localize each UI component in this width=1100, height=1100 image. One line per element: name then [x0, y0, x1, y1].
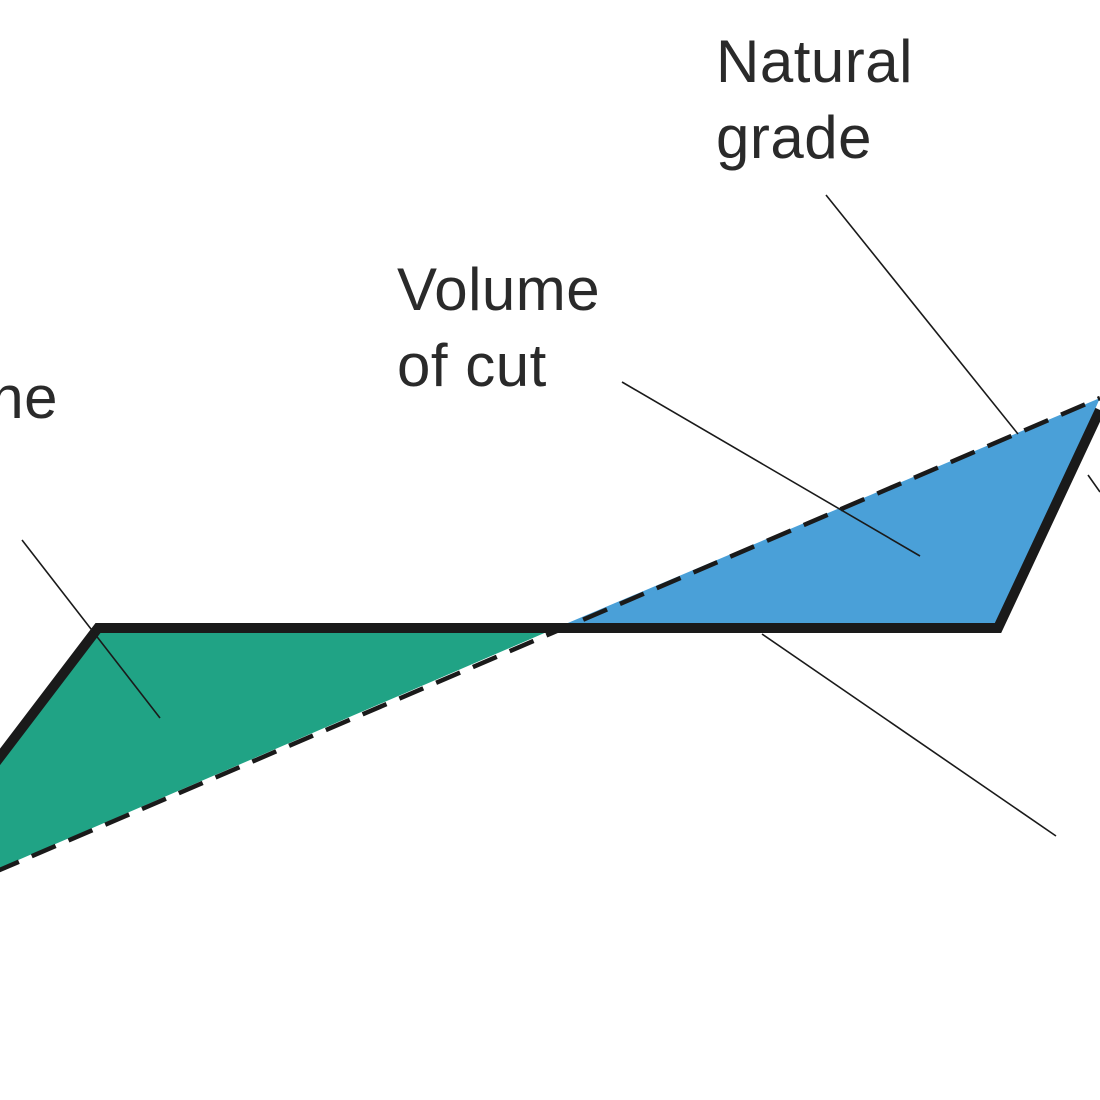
fill-volume-leader	[21, 539, 161, 719]
volume-of-cut-label-line2: of cut	[397, 332, 547, 399]
volume-of-cut-label: Volume of cut	[397, 252, 600, 404]
volume-of-cut-leader	[621, 381, 921, 557]
natural-grade-label: Natural grade	[716, 24, 913, 176]
natural-grade-leader	[825, 194, 1019, 435]
finished-grade-line	[0, 407, 1100, 766]
natural-grade-line	[0, 395, 1100, 873]
natural-grade-label-line1: Natural	[716, 28, 913, 95]
natural-grade-label-line2: grade	[716, 104, 872, 171]
formation-leader	[761, 633, 1057, 837]
partial-fill-label: ne	[0, 360, 58, 436]
fill-volume-area	[0, 628, 556, 868]
partial-fill-label-text: ne	[0, 364, 58, 431]
right-slope-leader	[1087, 474, 1100, 493]
volume-of-cut-label-line1: Volume	[397, 256, 601, 323]
